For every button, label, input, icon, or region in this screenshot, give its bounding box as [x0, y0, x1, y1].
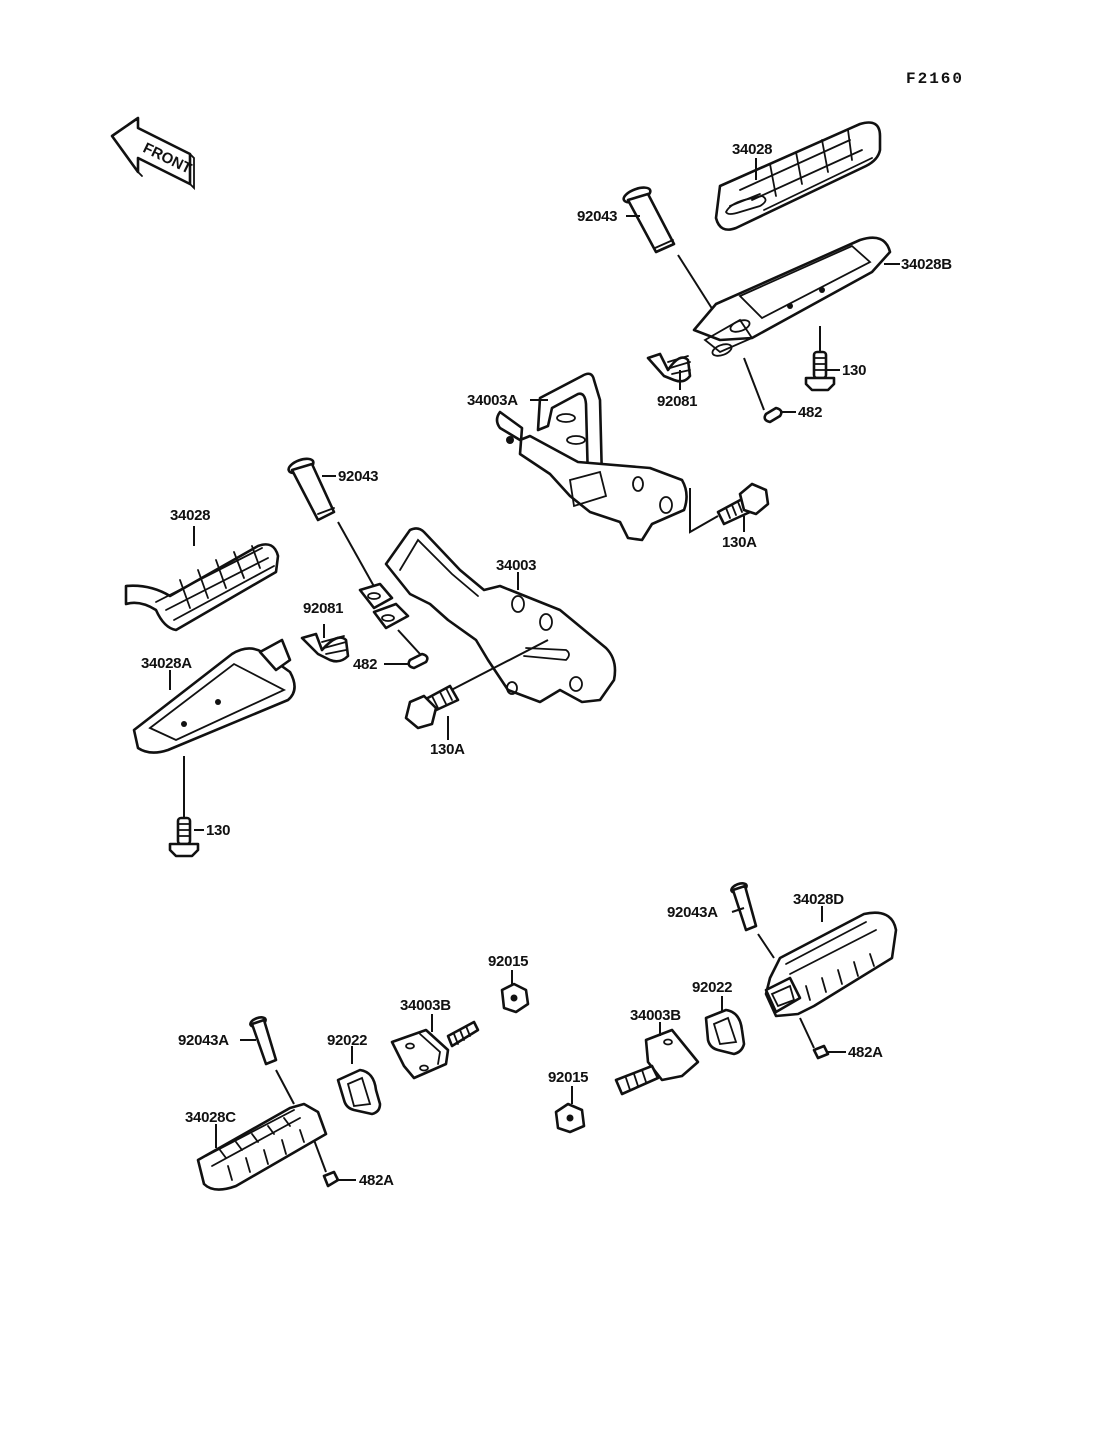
bolt-130A-upper[interactable] [716, 482, 770, 526]
pin-92043A-left[interactable] [249, 1016, 278, 1066]
holder-34003B-left[interactable] [390, 1020, 480, 1080]
bracket-34003[interactable] [358, 527, 617, 704]
callout-482-lower[interactable]: 482 [353, 656, 378, 673]
callout-34028C[interactable]: 34028C [185, 1109, 236, 1126]
callout-92043A-right[interactable]: 92043A [667, 904, 718, 921]
callout-92022-left[interactable]: 92022 [327, 1032, 368, 1049]
callout-482-upper[interactable]: 482 [798, 404, 823, 421]
pin-92043A-right[interactable] [730, 882, 758, 932]
front-arrow-icon: FRONT [110, 116, 195, 191]
footpeg-rubber-34028C[interactable] [196, 1102, 328, 1191]
footpeg-rubber-34028-lower[interactable] [124, 543, 280, 632]
callout-34003A[interactable]: 34003A [467, 392, 518, 409]
footpeg-rubber-34028-upper[interactable] [714, 121, 882, 231]
bracket-34003A[interactable] [495, 372, 688, 542]
footpeg-rubber-34028D[interactable] [764, 911, 898, 1018]
callout-34003[interactable]: 34003 [496, 557, 537, 574]
callout-92022-right[interactable]: 92022 [692, 979, 733, 996]
bushing-92022-right[interactable] [704, 1008, 746, 1056]
bolt-130-upper[interactable] [804, 326, 836, 392]
callout-92081-lower[interactable]: 92081 [303, 600, 344, 617]
callout-92015-left[interactable]: 92015 [488, 953, 529, 970]
callout-130A-upper[interactable]: 130A [722, 534, 757, 551]
holder-34003B-right[interactable] [614, 1028, 700, 1096]
callout-34028-lower[interactable]: 34028 [170, 507, 211, 524]
pin-92043-lower[interactable] [287, 456, 336, 522]
callout-130-lower[interactable]: 130 [206, 822, 231, 839]
bolt-130A-lower[interactable] [404, 684, 460, 730]
callout-130A-lower[interactable]: 130A [430, 741, 465, 758]
callout-130-upper[interactable]: 130 [842, 362, 867, 379]
footpeg-bracket-34028B[interactable] [692, 236, 892, 358]
callout-34028-upper[interactable]: 34028 [732, 141, 773, 158]
callout-34028D[interactable]: 34028D [793, 891, 844, 908]
nut-92015-left[interactable] [500, 982, 530, 1014]
pin-92043-upper[interactable] [622, 185, 676, 254]
callout-34003B-left[interactable]: 34003B [400, 997, 451, 1014]
spring-92081-lower[interactable] [300, 632, 350, 663]
nut-92015-right[interactable] [554, 1102, 586, 1134]
footpeg-bracket-34028A[interactable] [132, 638, 296, 754]
clip-482A-right[interactable] [812, 1044, 830, 1060]
callout-34028B[interactable]: 34028B [901, 256, 952, 273]
callout-92081-upper[interactable]: 92081 [657, 393, 698, 410]
clip-482-lower[interactable] [407, 652, 429, 670]
figure-code: F2160 [906, 70, 965, 88]
callout-482A-left[interactable]: 482A [359, 1172, 394, 1189]
callout-34028A[interactable]: 34028A [141, 655, 192, 672]
callout-34003B-right[interactable]: 34003B [630, 1007, 681, 1024]
bushing-92022-left[interactable] [336, 1068, 382, 1116]
callout-92043A-left[interactable]: 92043A [178, 1032, 229, 1049]
clip-482-upper[interactable] [763, 406, 783, 424]
callout-92015-right[interactable]: 92015 [548, 1069, 589, 1086]
spring-92081-upper[interactable] [646, 352, 692, 383]
callout-92043-lower[interactable]: 92043 [338, 468, 379, 485]
clip-482A-left[interactable] [322, 1170, 340, 1188]
callout-92043-upper[interactable]: 92043 [577, 208, 618, 225]
callout-482A-right[interactable]: 482A [848, 1044, 883, 1061]
callout-leaders [169, 158, 900, 1181]
bolt-130-lower[interactable] [168, 816, 200, 858]
